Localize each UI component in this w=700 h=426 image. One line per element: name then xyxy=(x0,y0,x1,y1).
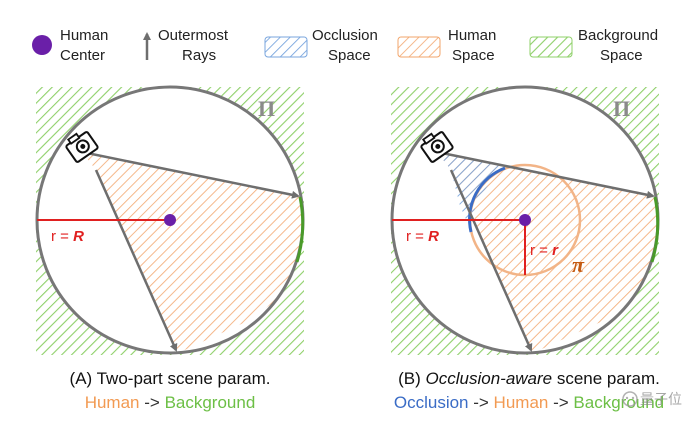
panel-a-background-boundary-arc xyxy=(295,196,305,263)
panel-b-inner-symbol: π xyxy=(572,252,585,277)
panel-b-caption: (B) Occlusion-aware scene param. xyxy=(398,369,660,388)
panel-b-order-occlusion: Occlusion xyxy=(394,393,469,412)
legend-center-line1: Human xyxy=(60,27,108,44)
human-swatch-icon xyxy=(397,36,441,58)
panel-b-order: Occlusion -> Human -> Background xyxy=(394,393,664,412)
panel-b-human-center xyxy=(519,214,531,226)
legend-occlusion-line2: Space xyxy=(328,47,371,64)
legend-rays-line1: Outermost xyxy=(158,27,229,44)
legend-human-line2: Space xyxy=(452,47,495,64)
panel-b-camera-icon xyxy=(420,131,454,163)
legend-outermost-rays: Outermost Rays xyxy=(143,27,229,64)
panel-a-human-center xyxy=(164,214,176,226)
legend-occlusion-line1: Occlusion xyxy=(312,27,378,44)
panel-b-outermost-ray-upper xyxy=(436,150,655,199)
legend: Human Center Outermost Rays Occlusion Sp… xyxy=(32,27,658,64)
panel-b-radius-label: r = R xyxy=(406,228,439,245)
panel-a-outer-symbol: Π xyxy=(258,96,275,121)
legend-rays-line2: Rays xyxy=(182,47,216,64)
panel-a-caption: (A) Two-part scene param. xyxy=(70,369,271,388)
panel-b-occlusion-space xyxy=(437,152,506,228)
legend-human-center: Human Center xyxy=(32,27,108,64)
panel-a-order: Human -> Background xyxy=(85,393,256,412)
human-center-dot-icon xyxy=(32,35,52,55)
panel-a-outermost-ray-upper xyxy=(81,150,300,199)
panel-a-outermost-ray-lower xyxy=(94,169,178,352)
panel-b-background-boundary-arc xyxy=(650,196,660,263)
panel-b-occlusion-boundary-arc xyxy=(468,166,506,233)
panel-a-captions: (A) Two-part scene param. Human -> Backg… xyxy=(70,369,271,412)
watermark-logo-icon xyxy=(622,391,638,407)
legend-background-space: Background Space xyxy=(529,27,658,64)
panel-b-outermost-ray-lower xyxy=(449,169,533,352)
legend-background-line1: Background xyxy=(578,27,658,44)
legend-human-line1: Human xyxy=(448,27,496,44)
watermark: 量子位 xyxy=(622,391,682,408)
panel-a: Π r = R xyxy=(35,85,305,355)
panel-a-human-space xyxy=(82,152,303,353)
panel-b-inner-radius-label: r = r xyxy=(530,242,559,259)
panel-b-order-human: Human xyxy=(494,393,549,412)
panel-b: Π π r = R r = r xyxy=(390,85,660,355)
legend-center-line2: Center xyxy=(60,47,105,64)
panel-b-outer-symbol: Π xyxy=(613,96,630,121)
legend-occlusion-space: Occlusion Space xyxy=(264,27,378,64)
background-swatch-icon xyxy=(529,36,573,58)
panel-b-captions: (B) Occlusion-aware scene param. Occlusi… xyxy=(394,369,664,412)
panel-a-radius-label: r = R xyxy=(51,228,84,245)
panel-a-order-human: Human xyxy=(85,393,140,412)
panel-b-order-background: Background xyxy=(573,393,664,412)
watermark-text: 量子位 xyxy=(640,392,682,408)
panel-b-human-space xyxy=(437,152,658,353)
legend-human-space: Human Space xyxy=(397,27,496,64)
panel-a-order-background: Background xyxy=(165,393,256,412)
panel-a-camera-icon xyxy=(65,131,99,163)
occlusion-swatch-icon xyxy=(264,36,308,58)
legend-background-line2: Space xyxy=(600,47,643,64)
